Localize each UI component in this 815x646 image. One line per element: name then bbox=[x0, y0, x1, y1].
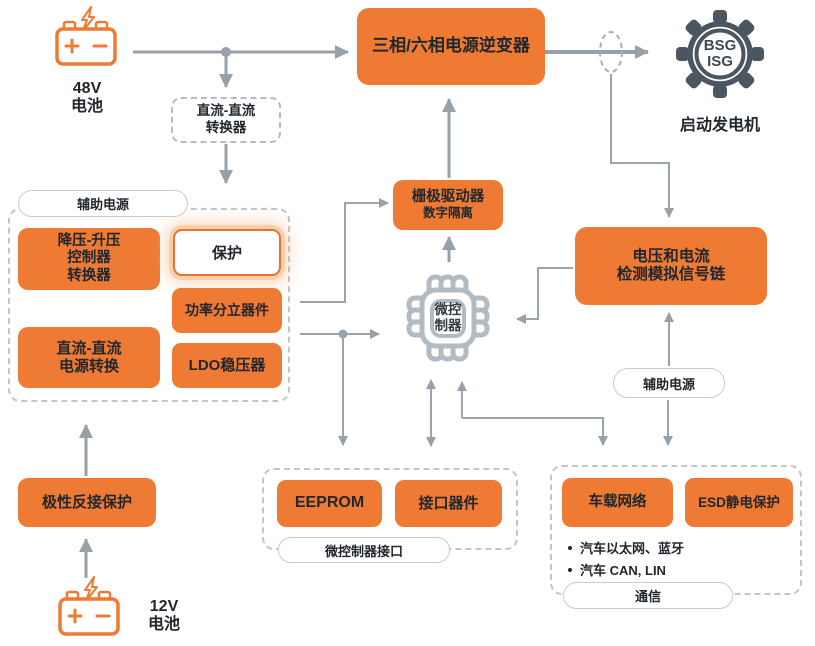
battery-48v-label: 48V 电池 bbox=[70, 80, 103, 116]
buck-boost-box: 降压-升压 控制器 转换器 bbox=[18, 228, 160, 290]
reverse-polarity-box: 极性反接保护 bbox=[18, 478, 156, 527]
battery-12v-icon bbox=[58, 576, 120, 636]
inverter-box: 三相/六相电源逆变器 bbox=[357, 8, 545, 85]
gate-driver-box: 栅极驱动器 数字隔离 bbox=[393, 180, 503, 230]
vi-sense-box: 电压和电流 检测模拟信号链 bbox=[575, 227, 767, 305]
comm-bullet-item: 汽车以太网、蓝牙 bbox=[568, 538, 684, 557]
mcu-chip-icon bbox=[406, 274, 490, 362]
comm-bullet-list: 汽车以太网、蓝牙 汽车 CAN, LIN bbox=[568, 538, 684, 582]
battery-12v-label: 12V 电池 bbox=[147, 598, 180, 634]
bullet-dot bbox=[568, 545, 572, 550]
protection-box: 保护 bbox=[173, 229, 281, 276]
interface-devices-box: 接口器件 bbox=[395, 480, 502, 527]
ldo-box: LDO稳压器 bbox=[172, 343, 282, 388]
comm-label: 通信 bbox=[563, 582, 733, 609]
aux-power-group-label: 辅助电源 bbox=[18, 190, 188, 217]
comm-bullet-item: 汽车 CAN, LIN bbox=[568, 560, 684, 579]
battery-48v-icon bbox=[55, 6, 117, 66]
dcdc-power-box: 直流-直流 电源转换 bbox=[18, 327, 160, 388]
mcu-interface-label: 微控制器接口 bbox=[278, 537, 450, 563]
bsg-isg-gear-icon bbox=[676, 10, 764, 98]
power-discretes-box: 功率分立器件 bbox=[172, 288, 282, 333]
aux-power-pill: 辅助电源 bbox=[613, 368, 725, 398]
dcdc-converter-box: 直流-直流 转换器 bbox=[171, 97, 281, 143]
eeprom-box: EEPROM bbox=[277, 480, 382, 527]
bullet-dot bbox=[568, 567, 572, 572]
starter-generator-caption: 启动发电机 bbox=[679, 117, 760, 134]
esd-protection-box: ESD静电保护 bbox=[685, 478, 793, 527]
vehicle-network-box: 车载网络 bbox=[562, 478, 673, 527]
